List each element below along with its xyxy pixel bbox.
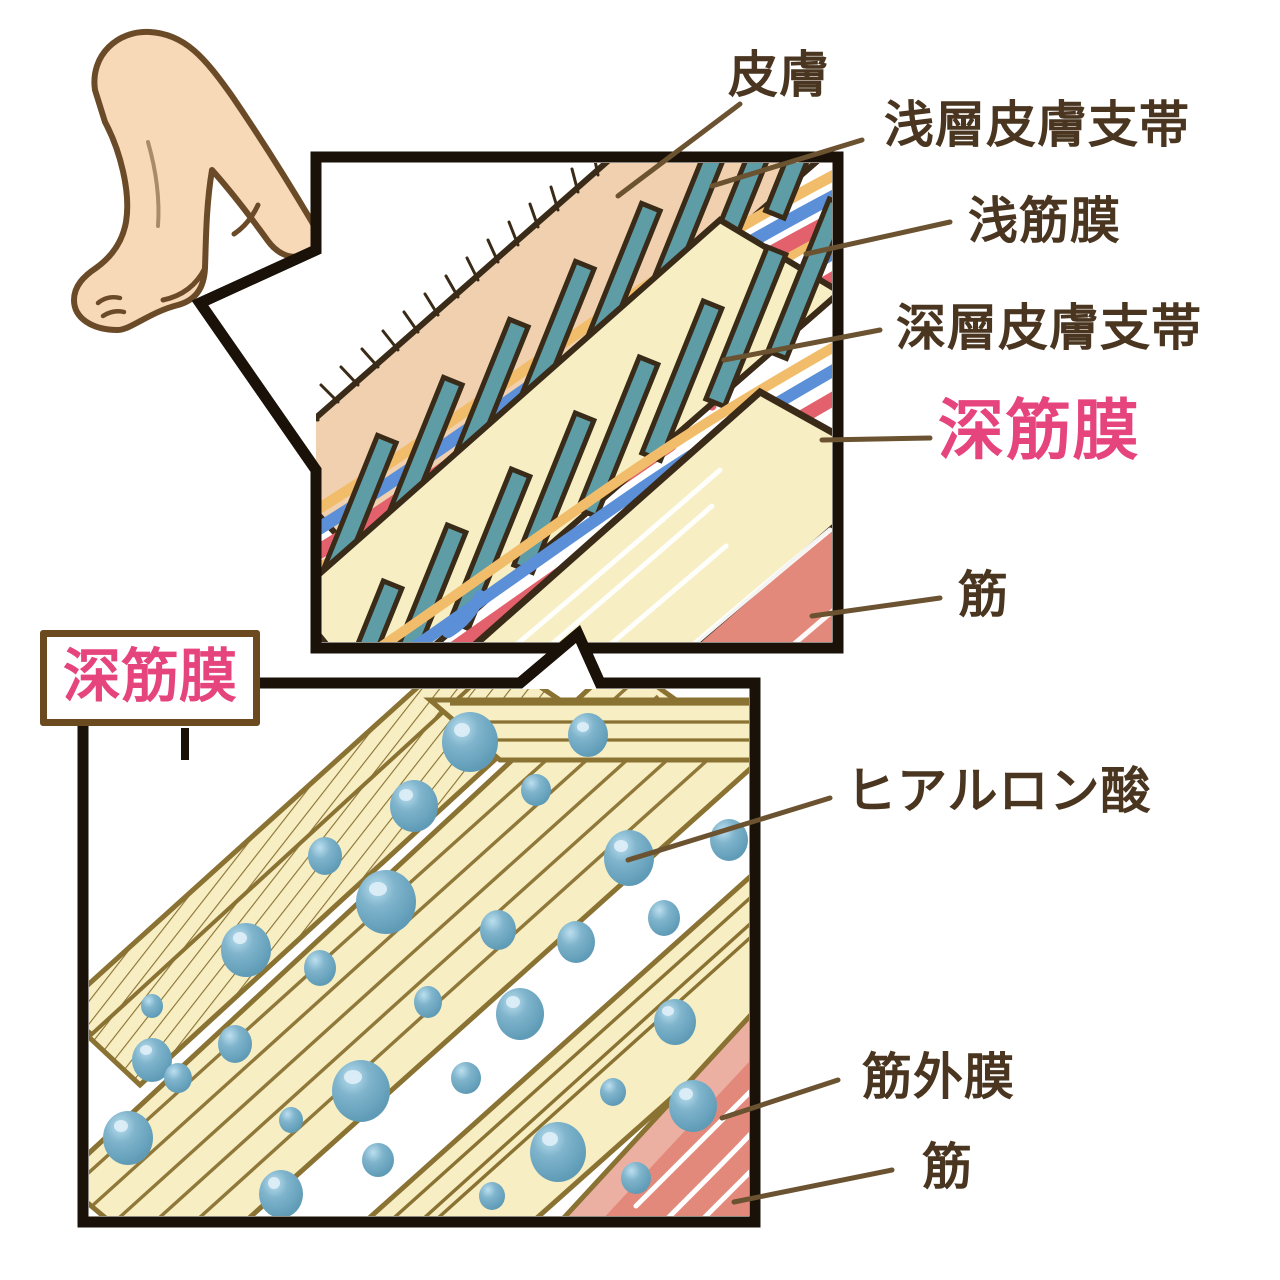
deep-fascia-layer (472, 387, 832, 642)
label-muscle-upper: 筋 (958, 566, 1009, 624)
leader-deep-retinaculum (721, 327, 883, 363)
leader-superficial-fascia (803, 219, 953, 257)
leader-deep-fascia (819, 435, 933, 443)
label-epimysium: 筋外膜 (862, 1048, 1015, 1106)
label-superficial-fascia: 浅筋膜 (968, 192, 1121, 250)
label-muscle-lower: 筋 (922, 1138, 973, 1196)
leader-epimysium (719, 1077, 841, 1121)
leader-superficial-retinaculum (709, 137, 865, 189)
label-skin: 皮膚 (728, 46, 830, 104)
leader-hyaluronic-acid (625, 795, 833, 863)
leader-muscle-upper (809, 595, 943, 619)
upper-panel-border (191, 151, 844, 654)
fascia-band-hatched-lower (367, 874, 749, 1216)
label-deep-retinaculum: 深層皮膚支帯 (896, 299, 1202, 357)
deep-fascia-box-label: 深筋膜 (40, 630, 261, 726)
label-deep-fascia: 深筋膜 (938, 392, 1140, 469)
deep-retinaculum-struts (318, 195, 832, 642)
label-hyaluronic-acid: ヒアルロン酸 (846, 762, 1152, 820)
leader-skin (615, 101, 743, 199)
leader-lines (615, 101, 953, 1205)
label-superficial-retinaculum: 浅層皮膚支帯 (884, 96, 1190, 154)
flexed-arm-illustration (71, 28, 321, 333)
muscle-layer (692, 527, 832, 642)
upper-panel-content (316, 163, 832, 642)
leader-muscle-lower (731, 1167, 895, 1205)
